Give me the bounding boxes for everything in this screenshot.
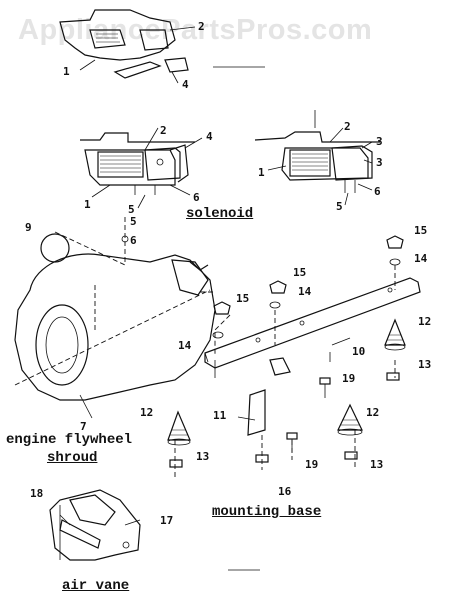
callout-7: 7 [80, 420, 87, 433]
callout-1: 1 [84, 198, 91, 211]
solenoid-right-view [254, 110, 380, 206]
callout-1: 1 [258, 166, 265, 179]
caption-mounting-base: mounting base [212, 504, 322, 520]
callout-6: 6 [374, 185, 381, 198]
callout-15: 15 [293, 266, 306, 279]
callout-5: 5 [336, 200, 343, 213]
mounting-base [167, 235, 421, 480]
callout-15: 15 [236, 292, 249, 305]
callout-2: 2 [160, 124, 167, 137]
callout-18: 18 [30, 487, 43, 500]
callout-14: 14 [414, 252, 428, 265]
top-assembly [59, 9, 265, 84]
callout-12: 12 [366, 406, 379, 419]
callout-12: 12 [140, 406, 153, 419]
callout-15: 15 [414, 224, 427, 237]
callout-4: 4 [182, 78, 189, 91]
air-vane [49, 489, 260, 571]
callout-17: 17 [160, 514, 173, 527]
caption-solenoid: solenoid [186, 206, 254, 222]
callout-12: 12 [418, 315, 431, 328]
callout-3: 3 [376, 135, 383, 148]
callout-16: 16 [278, 485, 292, 498]
callout-5: 5 [130, 215, 137, 228]
callouts: 1 2 4 1 2 4 5 6 1 2 3 3 6 5 9 5 6 7 15 1… [25, 20, 431, 527]
callout-1: 1 [63, 65, 70, 78]
caption-shroud-line2: shroud [47, 450, 98, 466]
caption-shroud-line1: engine flywheel [6, 432, 133, 448]
watermark: AppliancePartsPros.com [18, 14, 373, 46]
callout-19: 19 [342, 372, 355, 385]
callout-10: 10 [352, 345, 365, 358]
callout-19: 19 [305, 458, 318, 471]
callout-14: 14 [298, 285, 312, 298]
callout-5: 5 [128, 203, 135, 216]
callout-2: 2 [344, 120, 351, 133]
callout-14: 14 [178, 339, 192, 352]
callout-13: 13 [370, 458, 383, 471]
callout-3: 3 [376, 156, 383, 169]
callout-13: 13 [418, 358, 431, 371]
callout-6: 6 [193, 191, 200, 204]
solenoid-left-view [80, 127, 203, 209]
callout-11: 11 [213, 409, 227, 422]
callout-9: 9 [25, 221, 32, 234]
caption-air-vane: air vane [62, 578, 130, 594]
callout-13: 13 [196, 450, 209, 463]
callout-6: 6 [130, 234, 137, 247]
engine-flywheel-shroud [14, 217, 216, 419]
callout-4: 4 [206, 130, 213, 143]
callout-2: 2 [198, 20, 205, 33]
